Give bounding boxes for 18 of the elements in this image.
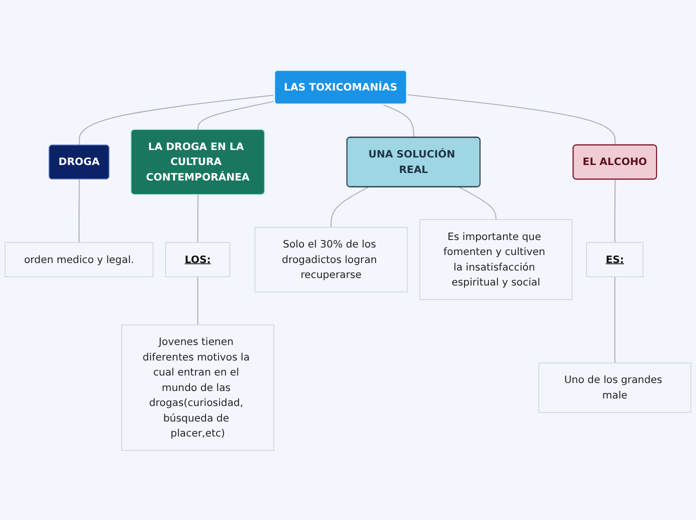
connector xyxy=(458,186,496,220)
connector xyxy=(382,104,414,138)
node-box: Jovenes tienen diferentes motivos la cual entran en el mundo de las drogas(curiosidad, búsqueda de placer,etc) xyxy=(121,324,274,450)
node-box: LOS: xyxy=(165,242,230,277)
connector xyxy=(614,276,616,364)
connector xyxy=(330,186,370,228)
connector xyxy=(78,94,276,146)
connector xyxy=(614,178,616,243)
connector xyxy=(198,100,276,130)
node-box: Es importante que fomenten y cultiven la insatisfacción espiritual y social xyxy=(420,219,572,300)
connector xyxy=(406,94,616,146)
node-box: orden medico y legal. xyxy=(4,242,154,277)
connector xyxy=(197,194,199,243)
node-box: Uno de los grandes male xyxy=(538,362,692,412)
node-box: Solo el 30% de los drogadictos logran recuperarse xyxy=(254,226,408,292)
node-box: ES: xyxy=(586,242,644,277)
connector xyxy=(78,178,80,243)
connector xyxy=(197,276,198,326)
